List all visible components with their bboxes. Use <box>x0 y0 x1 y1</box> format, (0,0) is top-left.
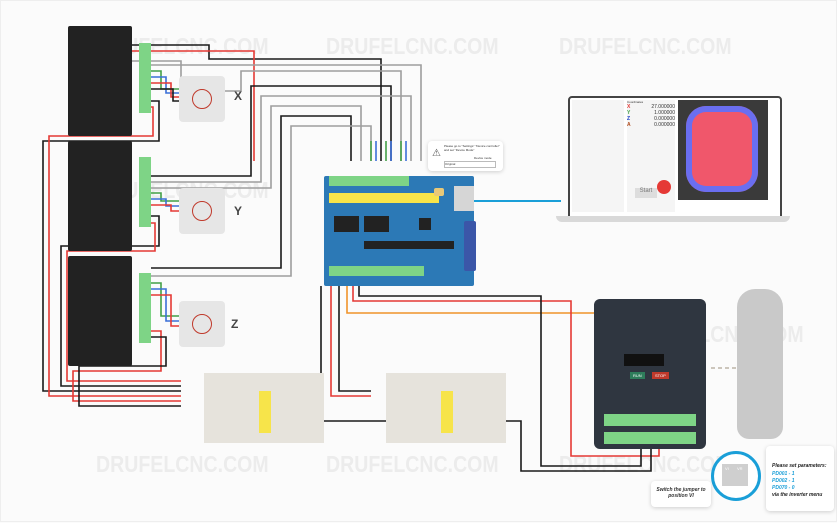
watermark: DRUFELCNC.COM <box>326 451 499 477</box>
watermark: DRUFELCNC.COM <box>559 33 732 59</box>
coord-x-value: 27.000000 <box>651 104 675 110</box>
device-mode-select[interactable]: Original <box>444 161 496 168</box>
axis-label-z: Z <box>231 317 239 331</box>
wire-z-ena <box>151 115 352 269</box>
wire-y-ena <box>151 85 392 177</box>
driver-z-terminal <box>139 273 151 343</box>
tiger-image-preview <box>686 106 758 192</box>
inverter-terminal-bottom <box>604 432 696 444</box>
inverter-terminal-top <box>604 414 696 426</box>
coord-a-value: 0.000000 <box>654 122 675 128</box>
stepper-motor-y <box>179 188 225 234</box>
laptop-base <box>556 216 790 222</box>
wire-x-pul <box>151 64 422 161</box>
jumper-magnifier: VI VR <box>711 451 761 501</box>
wire-y-pul <box>151 105 362 189</box>
power-supply-2 <box>386 373 506 443</box>
stepper-driver-z <box>68 256 132 366</box>
stepper-driver-x <box>68 26 132 136</box>
stepper-motor-x <box>179 76 225 122</box>
spindle-motor <box>737 289 783 439</box>
toolpath-preview <box>678 100 768 200</box>
wire-x-dir <box>91 56 402 161</box>
axis-label-y: Y <box>234 204 243 218</box>
driver-y-terminal <box>139 157 151 227</box>
coord-z-value: 0.000000 <box>654 116 675 122</box>
watermark: DRUFELCNC.COM <box>96 451 269 477</box>
inverter-run-button[interactable]: RUN <box>630 372 645 379</box>
driver-x-terminal <box>139 43 151 113</box>
warning-triangle-icon: ⚠ <box>432 148 441 159</box>
vfd-inverter: RUN STOP <box>594 299 706 449</box>
wire-y-dir <box>151 95 412 183</box>
stepper-driver-y <box>68 141 132 251</box>
watermark: DRUFELCNC.COM <box>326 33 499 59</box>
jumper-note: Switch the jumper to position VI <box>651 481 711 507</box>
coord-a-label: A <box>627 122 631 128</box>
device-mode-note: ⚠ Please go to "Settings" "Device contro… <box>428 141 503 171</box>
device-mode-label: Device mode <box>474 156 492 160</box>
device-mode-note-text: Please go to "Settings" "Device controll… <box>444 144 500 152</box>
motion-controller-board <box>324 176 476 286</box>
gcode-list-panel <box>572 100 624 212</box>
wire-z-dir <box>151 125 372 277</box>
coord-y-label: Y <box>627 110 631 116</box>
stepper-motor-z <box>179 301 225 347</box>
emergency-stop-button[interactable] <box>657 180 671 194</box>
coord-z-label: Z <box>627 116 631 122</box>
power-supply-1 <box>204 373 324 443</box>
axis-label-x: X <box>234 89 243 103</box>
coord-y-value: 1.000000 <box>654 110 675 116</box>
coord-x-label: X <box>627 104 631 110</box>
inverter-stop-button[interactable]: STOP <box>652 372 669 379</box>
start-button[interactable]: Start <box>635 188 657 198</box>
wire-x-ena <box>91 44 382 161</box>
parameters-note: Please set parameters: PD001 - 1 PD002 -… <box>766 446 834 511</box>
inverter-display <box>624 354 664 366</box>
